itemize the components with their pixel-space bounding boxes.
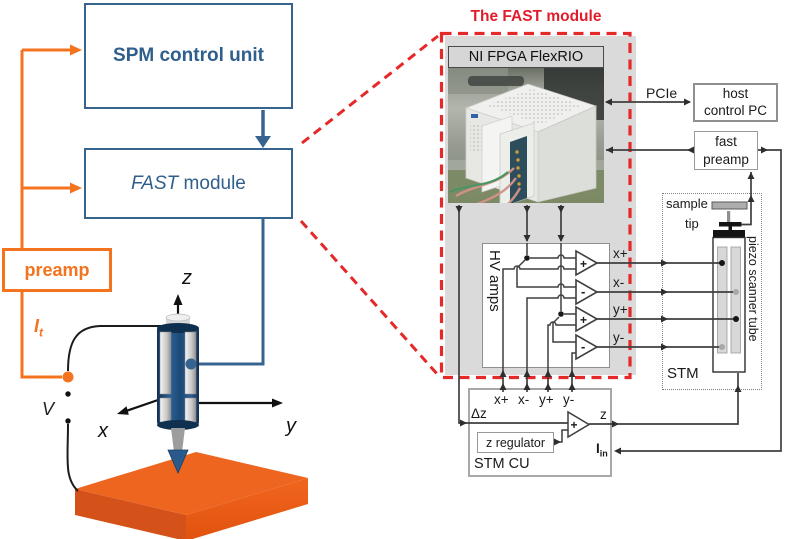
pcie-label: PCIe [646,85,678,101]
fast-module-label: FAST module [131,172,246,194]
tunnel-current-label: It [34,316,44,340]
z-axis-label: z [182,267,192,289]
bias-voltage-label: V [42,399,55,419]
flexrio-photo [448,68,604,203]
electrode-dot-yplus [733,316,739,322]
opamp-sign-1: + [580,257,587,271]
sample-label: sample [666,196,708,211]
wire-dz [458,205,568,424]
tip-needle [727,211,731,222]
opamp-sign-3: + [580,313,587,327]
tip-current-wire [67,325,167,372]
current-node-dot [62,371,74,383]
y-axis-label: y [286,415,296,437]
spm-control-unit-box: SPM control unit [84,3,293,109]
electrode-dot-xminus [733,289,739,295]
sample-slab [75,452,308,539]
cu-in-xminus-label: x- [518,392,530,407]
flexrio-caption-band: NI FPGA FlexRIO [448,46,604,68]
opamp-xminus [575,278,599,306]
cu-in-yplus-label: y+ [539,392,554,407]
preamp-box: preamp [2,248,112,292]
v-terminal-bottom [65,418,71,424]
tube-cap [713,230,745,238]
preamp-feed-wires [20,48,70,379]
hv-amps-label: HV amps [486,250,503,312]
arrow-spm-to-fast [255,136,271,148]
callout-line-bottom [299,220,440,376]
tip-holder [719,222,742,227]
stm-cu-label: STM CU [474,456,530,472]
cu-summing-sign: + [571,418,578,432]
arrow-to-spm [70,44,82,56]
cu-summing-amp [567,410,591,439]
callout-rect [439,31,632,380]
signal-wires [458,101,782,452]
cu-in-xplus-label: x+ [494,392,509,407]
arrowheads [455,98,768,455]
hv-out-yminus-label: y- [613,330,625,345]
hv-out-xminus-label: x- [613,275,625,290]
flexrio-photo-art [448,68,604,203]
tip-label: tip [685,216,699,231]
x-axis-arrowhead [117,406,129,415]
blue-connection-dot [185,358,197,370]
v-terminal-top [65,391,71,397]
z-regulator-box: z regulator [477,432,554,453]
cu-in-yminus-label: y- [563,392,575,407]
piezo-scanner-tube-label: piezo scanner tube [746,236,760,342]
wire-preamp-to-iin [616,149,782,452]
tip-cone [167,449,189,475]
opamp-sign-2: - [581,284,585,299]
x-axis-label: x [98,420,108,442]
callout-title: The FAST module [470,8,602,25]
z-axis-arrowhead [173,294,183,305]
hv-out-yplus-label: y+ [613,302,628,317]
stm-label: STM [667,365,699,382]
hv-opamps [575,249,599,361]
electrode-dot-xplus [719,260,725,266]
fast-module-box: FAST module [84,148,293,219]
z-out-label: z [600,407,607,422]
opamp-xplus [575,249,599,277]
opamp-yplus [575,305,599,333]
preamp-label: preamp [24,259,90,280]
hv-out-xplus-label: x+ [613,246,628,261]
flexrio-label: NI FPGA FlexRIO [468,49,584,65]
spm-control-unit-label: SPM control unit [113,45,264,66]
wire-tip-to-preamp [741,172,752,226]
delta-z-label: Δz [471,406,487,421]
y-axis-arrowhead [272,398,283,408]
z-regulator-label: z regulator [485,435,546,450]
piezo-tube-assembly [711,201,748,373]
sample-bar [711,201,748,210]
hv-internal-wiring [502,243,576,370]
arrow-to-fast [70,182,82,194]
opamp-yminus [575,333,599,361]
electrode-dot-yminus [719,344,725,350]
opamp-sign-4: - [581,339,585,354]
blue-wires [197,110,265,366]
bias-wire [66,423,79,492]
i-in-label: Iin [596,441,608,459]
